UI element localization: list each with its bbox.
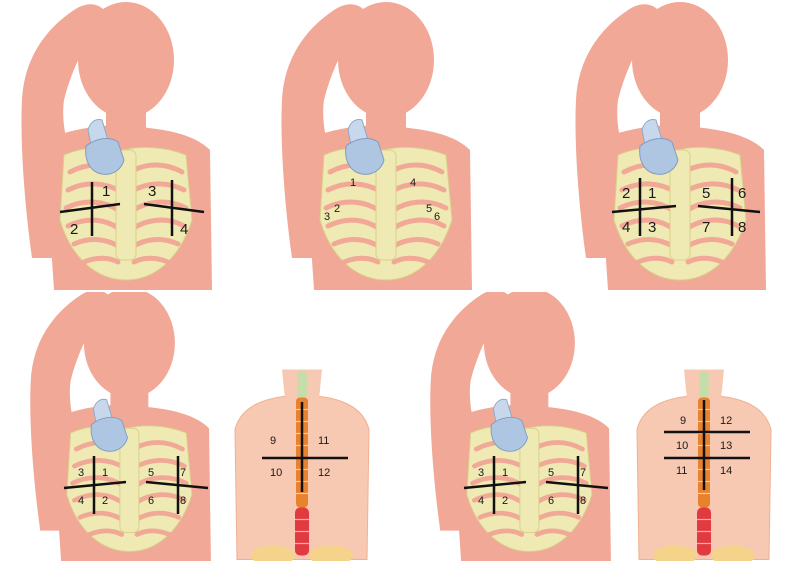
zone-label: 10 — [270, 467, 282, 479]
zone-label: 1 — [102, 183, 110, 200]
zone-label: 2 — [622, 185, 630, 202]
point-label: 6 — [434, 211, 440, 223]
zone-label: 11 — [318, 435, 329, 447]
zone-label: 8 — [738, 219, 746, 236]
chest-diagram-4-zones: 1 2 3 4 — [8, 0, 220, 290]
zone-label: 5 — [548, 467, 554, 479]
zone-label: 4 — [622, 219, 630, 236]
zone-label: 12 — [318, 467, 330, 479]
point-label: 4 — [410, 177, 416, 189]
point-label: 2 — [334, 203, 340, 215]
zone-label: 2 — [502, 495, 508, 507]
point-label: 3 — [324, 211, 330, 223]
zone-label: 9 — [680, 415, 686, 427]
zone-label: 3 — [648, 219, 656, 236]
zone-label: 4 — [180, 221, 188, 238]
zone-label: 10 — [676, 440, 688, 452]
zone-label: 2 — [102, 495, 108, 507]
zone-label: 1 — [102, 467, 108, 479]
zone-label: 1 — [648, 185, 656, 202]
zone-label: 8 — [580, 495, 586, 507]
zone-label: 7 — [180, 467, 186, 479]
zone-label: 4 — [78, 495, 84, 507]
zone-label: 1 — [502, 467, 508, 479]
zone-label: 3 — [148, 183, 156, 200]
zone-label: 6 — [148, 495, 154, 507]
back-diagram-4-zones: 9 11 10 12 — [222, 366, 382, 561]
zone-label: 3 — [78, 467, 84, 479]
zone-label: 3 — [478, 467, 484, 479]
chest-diagram-8-zones-bottom-right: 3 1 4 2 5 7 6 8 — [418, 292, 618, 561]
zone-label: 11 — [676, 465, 687, 477]
zone-label: 13 — [720, 440, 732, 452]
zone-label: 6 — [738, 185, 746, 202]
zone-label: 8 — [180, 495, 186, 507]
zone-label: 7 — [702, 219, 710, 236]
zone-label: 5 — [148, 467, 154, 479]
chest-diagram-6-points: 1 2 3 4 5 6 — [268, 0, 480, 290]
zone-label: 9 — [270, 435, 276, 447]
zone-label: 12 — [720, 415, 732, 427]
zone-label: 7 — [580, 467, 586, 479]
point-label: 5 — [426, 203, 432, 215]
zone-label: 4 — [478, 495, 484, 507]
back-diagram-6-zones: 9 12 10 13 11 14 — [624, 366, 784, 561]
point-label: 1 — [350, 177, 356, 189]
chest-diagram-8-zones-bottom-left: 3 1 4 2 5 7 6 8 — [18, 292, 218, 561]
zone-label: 14 — [720, 465, 732, 477]
zone-label: 2 — [70, 221, 78, 238]
chest-diagram-8-zones: 2 1 4 3 5 6 7 8 — [562, 0, 774, 290]
zone-label: 6 — [548, 495, 554, 507]
zone-label: 5 — [702, 185, 710, 202]
